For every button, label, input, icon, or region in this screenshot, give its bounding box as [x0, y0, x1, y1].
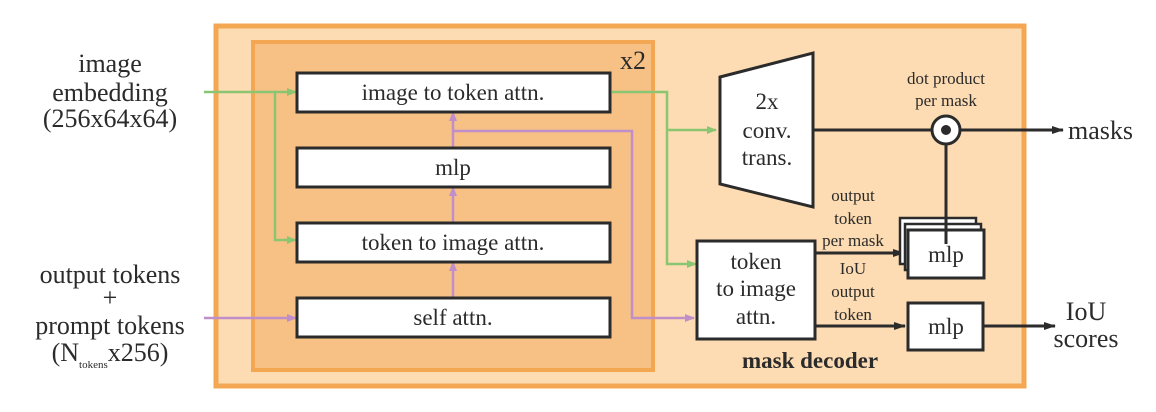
svg-text:per mask: per mask	[822, 231, 884, 250]
svg-text:IoU: IoU	[1066, 297, 1107, 326]
token-to-image-attn-block: token to image attn.	[295, 221, 612, 264]
svg-text:self attn.: self attn.	[413, 305, 492, 330]
mask-decoder-title: mask decoder	[742, 348, 878, 373]
svg-text:output: output	[831, 186, 875, 205]
svg-text:to image: to image	[716, 276, 796, 301]
tokens-label: output tokens + prompt tokens (Ntokensx2…	[35, 260, 185, 371]
svg-text:token: token	[730, 249, 782, 274]
final-token-to-image-attn-block: token to image attn.	[695, 239, 817, 341]
iou-mlp-block: mlp	[906, 301, 985, 352]
svg-text:embedding: embedding	[52, 78, 168, 107]
svg-text:mlp: mlp	[928, 314, 964, 339]
svg-text:mlp: mlp	[435, 155, 471, 180]
svg-text:prompt tokens: prompt tokens	[35, 311, 185, 340]
svg-text:mlp: mlp	[928, 242, 964, 267]
svg-text:image: image	[78, 49, 142, 78]
svg-text:token: token	[834, 305, 872, 324]
self-attn-block: self attn.	[295, 296, 612, 339]
svg-text:(256x64x64): (256x64x64)	[43, 104, 177, 133]
svg-text:token to image attn.: token to image attn.	[362, 230, 545, 255]
svg-text:output tokens: output tokens	[40, 260, 181, 289]
svg-text:+: +	[103, 283, 118, 312]
svg-text:dot product: dot product	[907, 69, 985, 88]
masks-output-label: masks	[1068, 116, 1133, 145]
mlp-block: mlp	[295, 146, 612, 189]
iou-token-label: IoU output token	[831, 259, 875, 324]
svg-text:per mask: per mask	[915, 91, 977, 110]
repeat-label: x2	[620, 46, 646, 75]
conv-transpose-block: 2x conv. trans.	[718, 51, 815, 209]
svg-text:scores: scores	[1054, 324, 1119, 353]
dot-product-icon	[930, 114, 962, 146]
image-embedding-label: image embedding (256x64x64)	[43, 49, 177, 133]
token-path	[204, 111, 695, 322]
svg-text:IoU: IoU	[840, 259, 866, 278]
svg-text:2x: 2x	[756, 89, 780, 114]
svg-text:image to token attn.: image to token attn.	[362, 80, 545, 105]
svg-text:attn.: attn.	[736, 304, 776, 329]
image-embedding-path	[204, 88, 717, 268]
dot-product-label: dot product per mask	[907, 69, 985, 110]
output-token-label: output token per mask	[822, 186, 884, 250]
svg-text:(Ntokensx256): (Ntokensx256)	[52, 338, 169, 371]
svg-text:conv.: conv.	[743, 118, 792, 143]
iou-scores-output-label: IoU scores	[1054, 297, 1119, 353]
svg-text:output: output	[831, 282, 875, 301]
svg-text:trans.: trans.	[742, 145, 792, 170]
image-to-token-attn-block: image to token attn.	[295, 71, 612, 114]
mask-mlp-stack: mlp	[898, 216, 986, 280]
svg-text:token: token	[834, 209, 872, 228]
